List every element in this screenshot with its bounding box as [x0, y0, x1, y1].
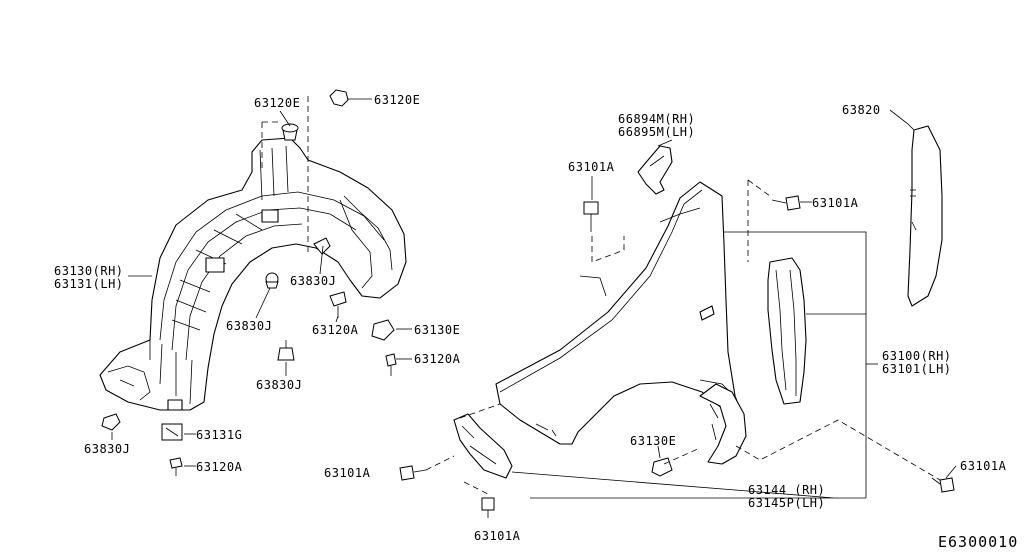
insulator-63820 — [907, 125, 943, 307]
fender-arch-extension — [699, 383, 747, 465]
callout-63131LH: 63131(LH) — [54, 277, 124, 291]
callout-63830J-c: 63830J — [256, 378, 302, 392]
bolt-63101A-left — [399, 465, 427, 481]
fender-protector — [99, 137, 407, 411]
callout-63120A-a: 63120A — [312, 323, 359, 337]
callout-63101A-c: 63101A — [324, 466, 371, 480]
callout-63100RH: 63100(RH) — [882, 349, 952, 363]
callout-63101A-e: 63101A — [960, 459, 1007, 473]
bolt-63101A-top-right — [771, 195, 801, 211]
bolt-63101A-top-left — [583, 201, 599, 232]
fastener-63830J-left — [101, 413, 121, 431]
bracket-63144 — [453, 413, 513, 479]
leader-lines-left — [111, 96, 412, 467]
callout-63120A-b: 63120A — [414, 352, 461, 366]
callout-63101A-b: 63101A — [812, 196, 859, 210]
callout-63120E-a: 63120E — [254, 96, 300, 110]
fastener-63830J-upper — [265, 237, 331, 289]
callout-63130RH: 63130(RH) — [54, 264, 124, 278]
bracket-66894M — [637, 145, 673, 195]
callout-66894M: 66894M(RH) — [618, 112, 695, 126]
callout-63120A-c: 63120A — [196, 460, 243, 474]
callout-63131G: 63131G — [196, 428, 242, 442]
fastener-63120E-upper — [281, 89, 349, 141]
leader-lines-right — [425, 109, 957, 499]
callout-63830J-a: 63830J — [290, 274, 336, 288]
callout-63101LH: 63101(LH) — [882, 362, 952, 376]
callout-63120E-b: 63120E — [374, 93, 420, 107]
clip-63130E-right — [651, 457, 673, 477]
callout-63130E-b: 63130E — [630, 434, 676, 448]
callout-63101A-a: 63101A — [568, 160, 615, 174]
bolt-63101A-far-right — [931, 477, 955, 493]
callout-66895M: 66895M(LH) — [618, 125, 695, 139]
fender-reinforcement — [767, 257, 807, 405]
callout-63145PLH: 63145P(LH) — [748, 496, 825, 510]
callout-63101A-d: 63101A — [474, 529, 521, 543]
diagram-code: E6300010 — [938, 533, 1018, 551]
callout-63830J-b: 63830J — [226, 319, 272, 333]
callout-63820: 63820 — [842, 103, 881, 117]
screw-63120A-lower — [169, 457, 183, 476]
fastener-63120A-mid — [329, 291, 347, 318]
fastener-63830J-lower — [277, 340, 295, 361]
callout-63144RH: 63144 (RH) — [748, 483, 825, 497]
clip-63131G — [161, 423, 183, 441]
callout-63130E-a: 63130E — [414, 323, 460, 337]
bolt-63101A-bottom — [481, 497, 495, 518]
fastener-63130E-mid — [371, 319, 397, 376]
callout-63830J-d: 63830J — [84, 442, 130, 456]
front-fender-panel — [495, 181, 745, 445]
callout-labels: 63120E 63120E 63130(RH) 63131(LH) 63830J… — [54, 93, 1018, 551]
